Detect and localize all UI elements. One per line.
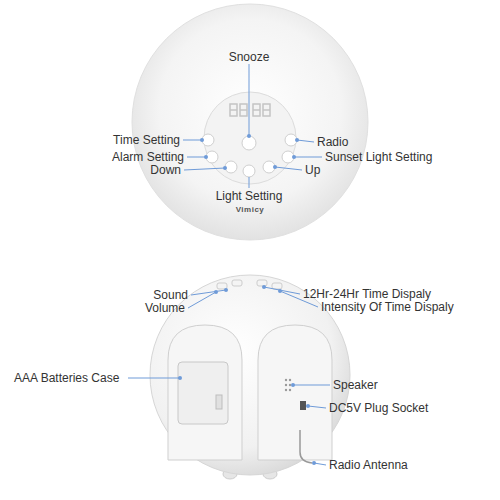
battery-case: [178, 362, 228, 424]
part-label: Radio Antenna: [329, 458, 408, 472]
part-label: Sound: [153, 288, 188, 302]
battery-latch: [216, 395, 222, 409]
part-label: DC5V Plug Socket: [329, 401, 428, 415]
antenna-wire: [300, 430, 312, 463]
part-label: AAA Batteries Case: [14, 371, 119, 385]
leader-dots: [178, 134, 316, 465]
part-label: Light Setting: [216, 189, 283, 203]
back-recess: [258, 325, 332, 460]
part-label: Speaker: [333, 378, 378, 392]
part-label: Sunset Light Setting: [325, 150, 432, 164]
speaker-holes: [285, 379, 291, 391]
part-label: Volume: [145, 301, 185, 315]
back-recess: [168, 325, 242, 460]
brand-name: Vimicy: [236, 203, 265, 217]
part-label: Radio: [317, 135, 348, 149]
part-label: Down: [150, 163, 181, 177]
control-panel: [204, 92, 296, 184]
leader-lines: [128, 64, 330, 465]
part-label: Up: [305, 163, 320, 177]
part-label: Alarm Setting: [112, 150, 184, 164]
part-label: Snooze: [229, 50, 270, 64]
display-digits: [230, 104, 270, 116]
buttons: [202, 134, 297, 177]
top-buttons: [217, 280, 282, 289]
plug-socket: [300, 401, 306, 410]
part-label: 12Hr-24Hr Time Dispaly: [303, 287, 431, 301]
lamp-top: [132, 4, 368, 240]
part-label: Time Setting: [113, 133, 180, 147]
part-label: Intensity Of Time Dispaly: [321, 300, 454, 314]
